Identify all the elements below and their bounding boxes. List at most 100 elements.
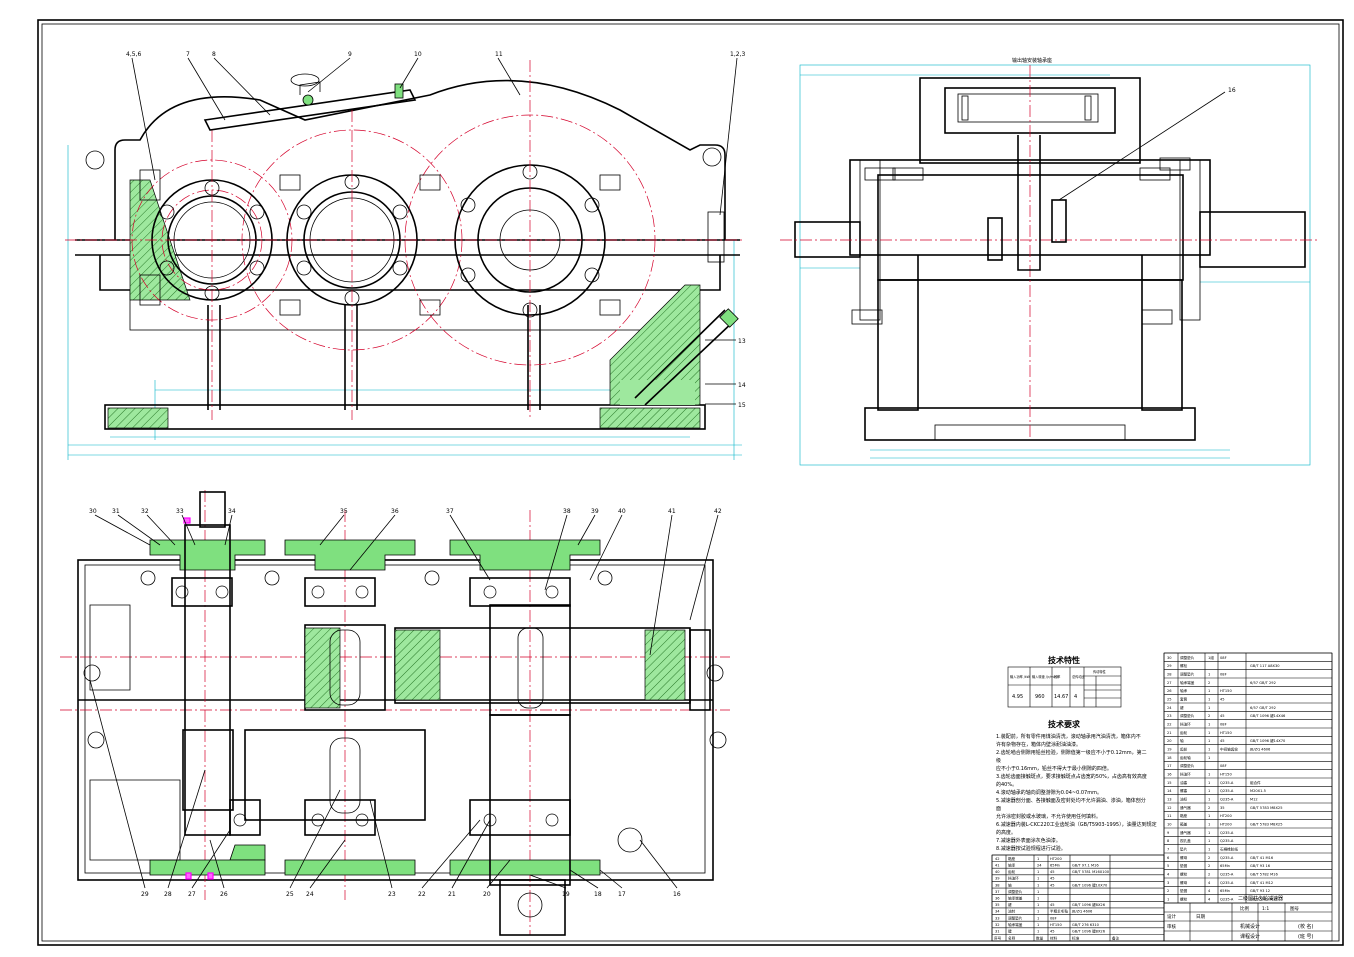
bom-cell: 备注: [1112, 936, 1120, 941]
bom-cell: Q235-A: [1220, 831, 1234, 835]
callout-label: 30: [89, 508, 97, 515]
bom-cell: Q235-A: [1220, 839, 1234, 843]
bom-cell: 4: [1208, 889, 1211, 893]
bom-cell: 挡油环: [1008, 876, 1019, 881]
bom-cell: 65Mn: [1050, 863, 1060, 867]
bom-cell: 1: [1208, 698, 1210, 702]
bom-cell: 17: [1167, 764, 1172, 768]
callout-label: 17: [618, 891, 626, 898]
bom-cell: 挡油环: [1180, 772, 1191, 777]
sheet-inner-border: [41, 23, 1340, 942]
callout-label: 1,2,3: [730, 51, 745, 58]
bom-cell: 37: [995, 890, 1000, 894]
bom-cell: GB/T 5782 M16: [1250, 873, 1278, 877]
spec-header: 总传动比: [1072, 674, 1085, 679]
bom-cell: 4: [1208, 898, 1211, 902]
bom-cell: JB/ZQ 4606: [1249, 748, 1271, 752]
plan-view: [60, 490, 730, 936]
side-view: [780, 64, 1320, 466]
bom-cell: 1: [1037, 916, 1039, 920]
school-name: (校 名): [1298, 923, 1314, 930]
bom-cell: Q235-A: [1220, 798, 1234, 802]
bom-cell: 1: [1037, 883, 1039, 887]
spec-value: 4: [1074, 694, 1077, 700]
bom-cell: 调整垫片: [1008, 889, 1023, 894]
callout-label: 31: [112, 508, 120, 515]
bom-cell: 1: [1208, 706, 1210, 710]
course-title: 机械设计: [1240, 923, 1260, 930]
drawing-name: 二级圆柱齿轮减速器: [1238, 895, 1283, 902]
bom-cell: 18: [1167, 756, 1172, 760]
bom-cell: 27: [1167, 681, 1172, 685]
bom-cell: 轴承端盖: [1008, 896, 1023, 901]
bom-cell: 1: [1208, 739, 1210, 743]
bom-cell: 1: [1208, 798, 1210, 802]
design-label: 设计: [1167, 913, 1176, 920]
callout-label: 36: [391, 508, 399, 515]
bom-cell: 箱座: [1180, 813, 1188, 818]
callout-label: 11: [495, 51, 503, 58]
bom-cell: 1: [1037, 870, 1039, 874]
bom-cell: 5: [1167, 864, 1169, 868]
callout-label: 21: [448, 891, 456, 898]
callout-label: 35: [340, 508, 348, 515]
bom-cell: 4: [1167, 873, 1170, 877]
callout-label: 22: [418, 891, 426, 898]
spec-header: 输入转速 /(r/min): [1032, 674, 1058, 679]
bom-cell: 45: [1050, 877, 1055, 881]
callout-label: 27: [188, 891, 196, 898]
bom-cell: 螺母: [1180, 855, 1188, 860]
bom-cell: GB/T 93 12: [1250, 889, 1270, 893]
bom-cell: 2: [1208, 873, 1210, 877]
callout-label: 33: [176, 508, 184, 515]
bom-cell: 轴承: [1180, 688, 1188, 693]
bom-cell: 08F: [1220, 673, 1227, 677]
bom-cell: GB/T 97.1 M16: [1072, 863, 1099, 867]
bom-cell: 08F: [1220, 656, 1227, 660]
bom-cell: M12: [1250, 798, 1258, 802]
bom-cell: 1: [1167, 898, 1169, 902]
bom-cell: 1: [1208, 814, 1210, 818]
bom-cell: 键: [1180, 705, 1184, 710]
bom-cell: 半粗羊毛毡: [1050, 909, 1068, 914]
bom-cell: GB/T 5782 M12: [1250, 898, 1278, 902]
plan-view-callouts-top: 30 31 32 33 34 35 36 37 38 39 40 41 42: [89, 508, 722, 515]
bom-cell: 1: [1208, 723, 1210, 727]
bom-cell: 视孔盖: [1180, 838, 1191, 843]
bom-cell: 6: [1167, 856, 1170, 860]
bom-cell: 1: [1208, 756, 1210, 760]
bom-cell: 3: [1167, 881, 1169, 885]
bom-cell: HT150: [1050, 923, 1062, 927]
bom-cell: 1: [1037, 910, 1039, 914]
tech-req-line: 6.减速器内装L-CKC220工业齿轮油（GB/T5903-1995），油量达到…: [996, 821, 1157, 828]
callout-label: 42: [714, 508, 722, 515]
callout-label: 14: [738, 382, 746, 389]
bom-cell: 螺母: [1180, 880, 1188, 885]
bom-cell: GB/T 93 16: [1250, 864, 1271, 868]
bom-cell: 39: [995, 877, 1000, 881]
bom-cell: 材料: [1050, 936, 1058, 941]
bom-cell: 7: [1167, 848, 1169, 852]
bom-cell: 28: [1167, 673, 1172, 677]
tech-req-line: 面: [996, 806, 1001, 812]
bom-cell: 34: [995, 910, 1000, 914]
bom-cell: 1: [1208, 689, 1210, 693]
scale-label: 比例: [1240, 905, 1249, 912]
bom-cell: JB/ZQ 4606: [1071, 910, 1093, 914]
bom-cell: 19: [1167, 748, 1172, 752]
bom-cell: 31: [995, 930, 1000, 934]
callout-label: 32: [141, 508, 149, 515]
title-block: 二级圆柱齿轮减速器 比例 1:1 图号 设计 审核 日期 机械设计 课程设计 (…: [1164, 895, 1332, 941]
tech-req-title: 技术要求: [1048, 719, 1081, 729]
bom-cell: 6/57 GB/T 292: [1250, 681, 1276, 685]
bom-cell: 2: [1167, 889, 1169, 893]
bom-cell: 8: [1167, 839, 1170, 843]
bom-cell: 螺栓: [1180, 663, 1188, 668]
bom-cell: 23: [1167, 714, 1172, 718]
bom-cell: 20: [1167, 739, 1172, 743]
bom-cell: 45: [1050, 870, 1055, 874]
bom-cell: 箱座: [1008, 856, 1016, 861]
bom-cell: 38: [995, 883, 1000, 887]
bom-cell: HT150: [1220, 773, 1232, 777]
